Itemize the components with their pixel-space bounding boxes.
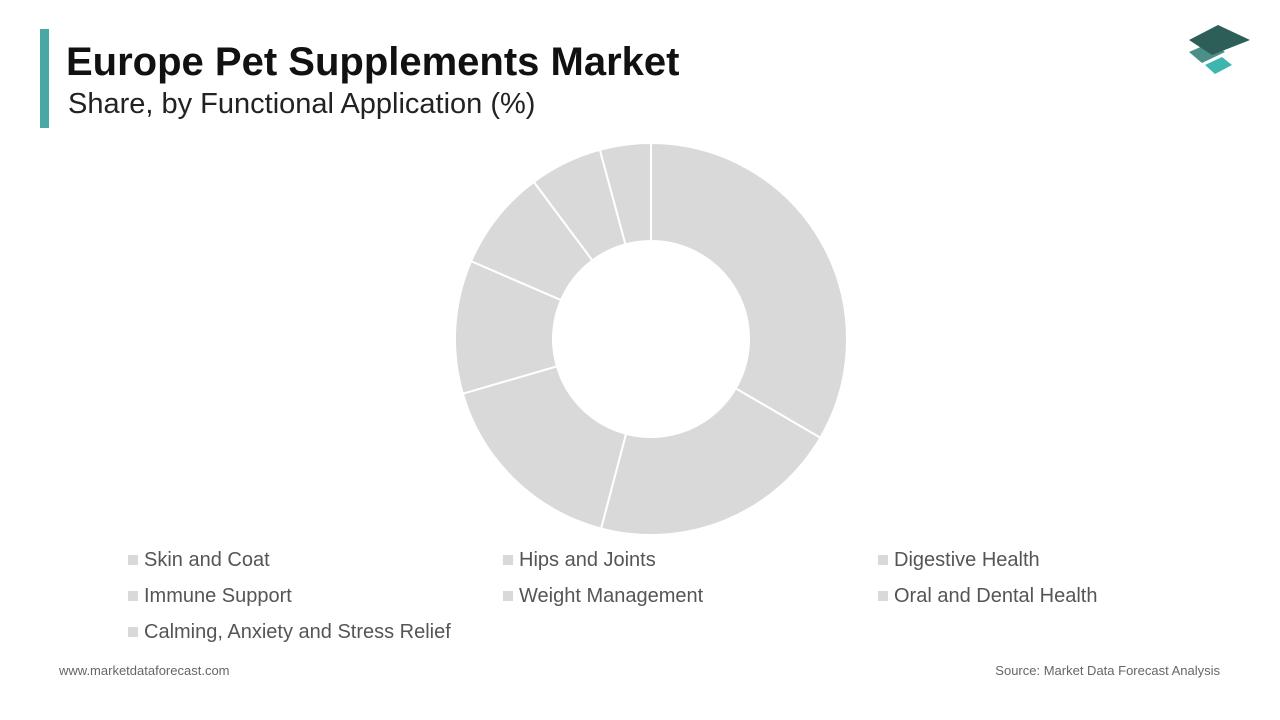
donut-slice-hips-and-joints: [599, 386, 822, 536]
legend-swatch: [503, 555, 513, 565]
legend-item: Oral and Dental Health: [878, 584, 1148, 608]
title-accent-bar: [40, 29, 49, 128]
legend-label: Immune Support: [144, 584, 292, 607]
legend-item: Calming, Anxiety and Stress Relief: [128, 620, 503, 644]
legend-swatch: [878, 591, 888, 601]
chart-subtitle: Share, by Functional Application (%): [68, 88, 536, 120]
legend-swatch: [128, 627, 138, 637]
donut-slice-skin-and-coat: [650, 141, 848, 440]
legend-item: Immune Support: [128, 584, 503, 608]
legend-swatch: [128, 555, 138, 565]
legend-swatch: [503, 591, 513, 601]
chart-title: Europe Pet Supplements Market: [66, 40, 680, 84]
source-footer: Source: Market Data Forecast Analysis: [995, 663, 1220, 678]
legend-label: Skin and Coat: [144, 548, 270, 571]
donut-slice-digestive-health: [461, 365, 628, 530]
legend-swatch: [128, 591, 138, 601]
legend-label: Oral and Dental Health: [894, 584, 1098, 607]
legend-item: Hips and Joints: [503, 548, 878, 572]
legend-item: Digestive Health: [878, 548, 1148, 572]
website-footer: www.marketdataforecast.com: [59, 663, 230, 678]
legend-swatch: [878, 555, 888, 565]
legend-item: Skin and Coat: [128, 548, 503, 572]
legend: Skin and Coat Hips and Joints Digestive He…: [128, 548, 1148, 644]
legend-item: Weight Management: [503, 584, 878, 608]
legend-label: Weight Management: [519, 584, 704, 607]
legend-label: Digestive Health: [894, 548, 1040, 571]
legend-label: Calming, Anxiety and Stress Relief: [144, 620, 451, 643]
donut-slice-calming-anxiety-and-stress-relief: [598, 141, 652, 246]
legend-label: Hips and Joints: [519, 548, 656, 571]
brand-logo-icon: [1189, 25, 1250, 74]
